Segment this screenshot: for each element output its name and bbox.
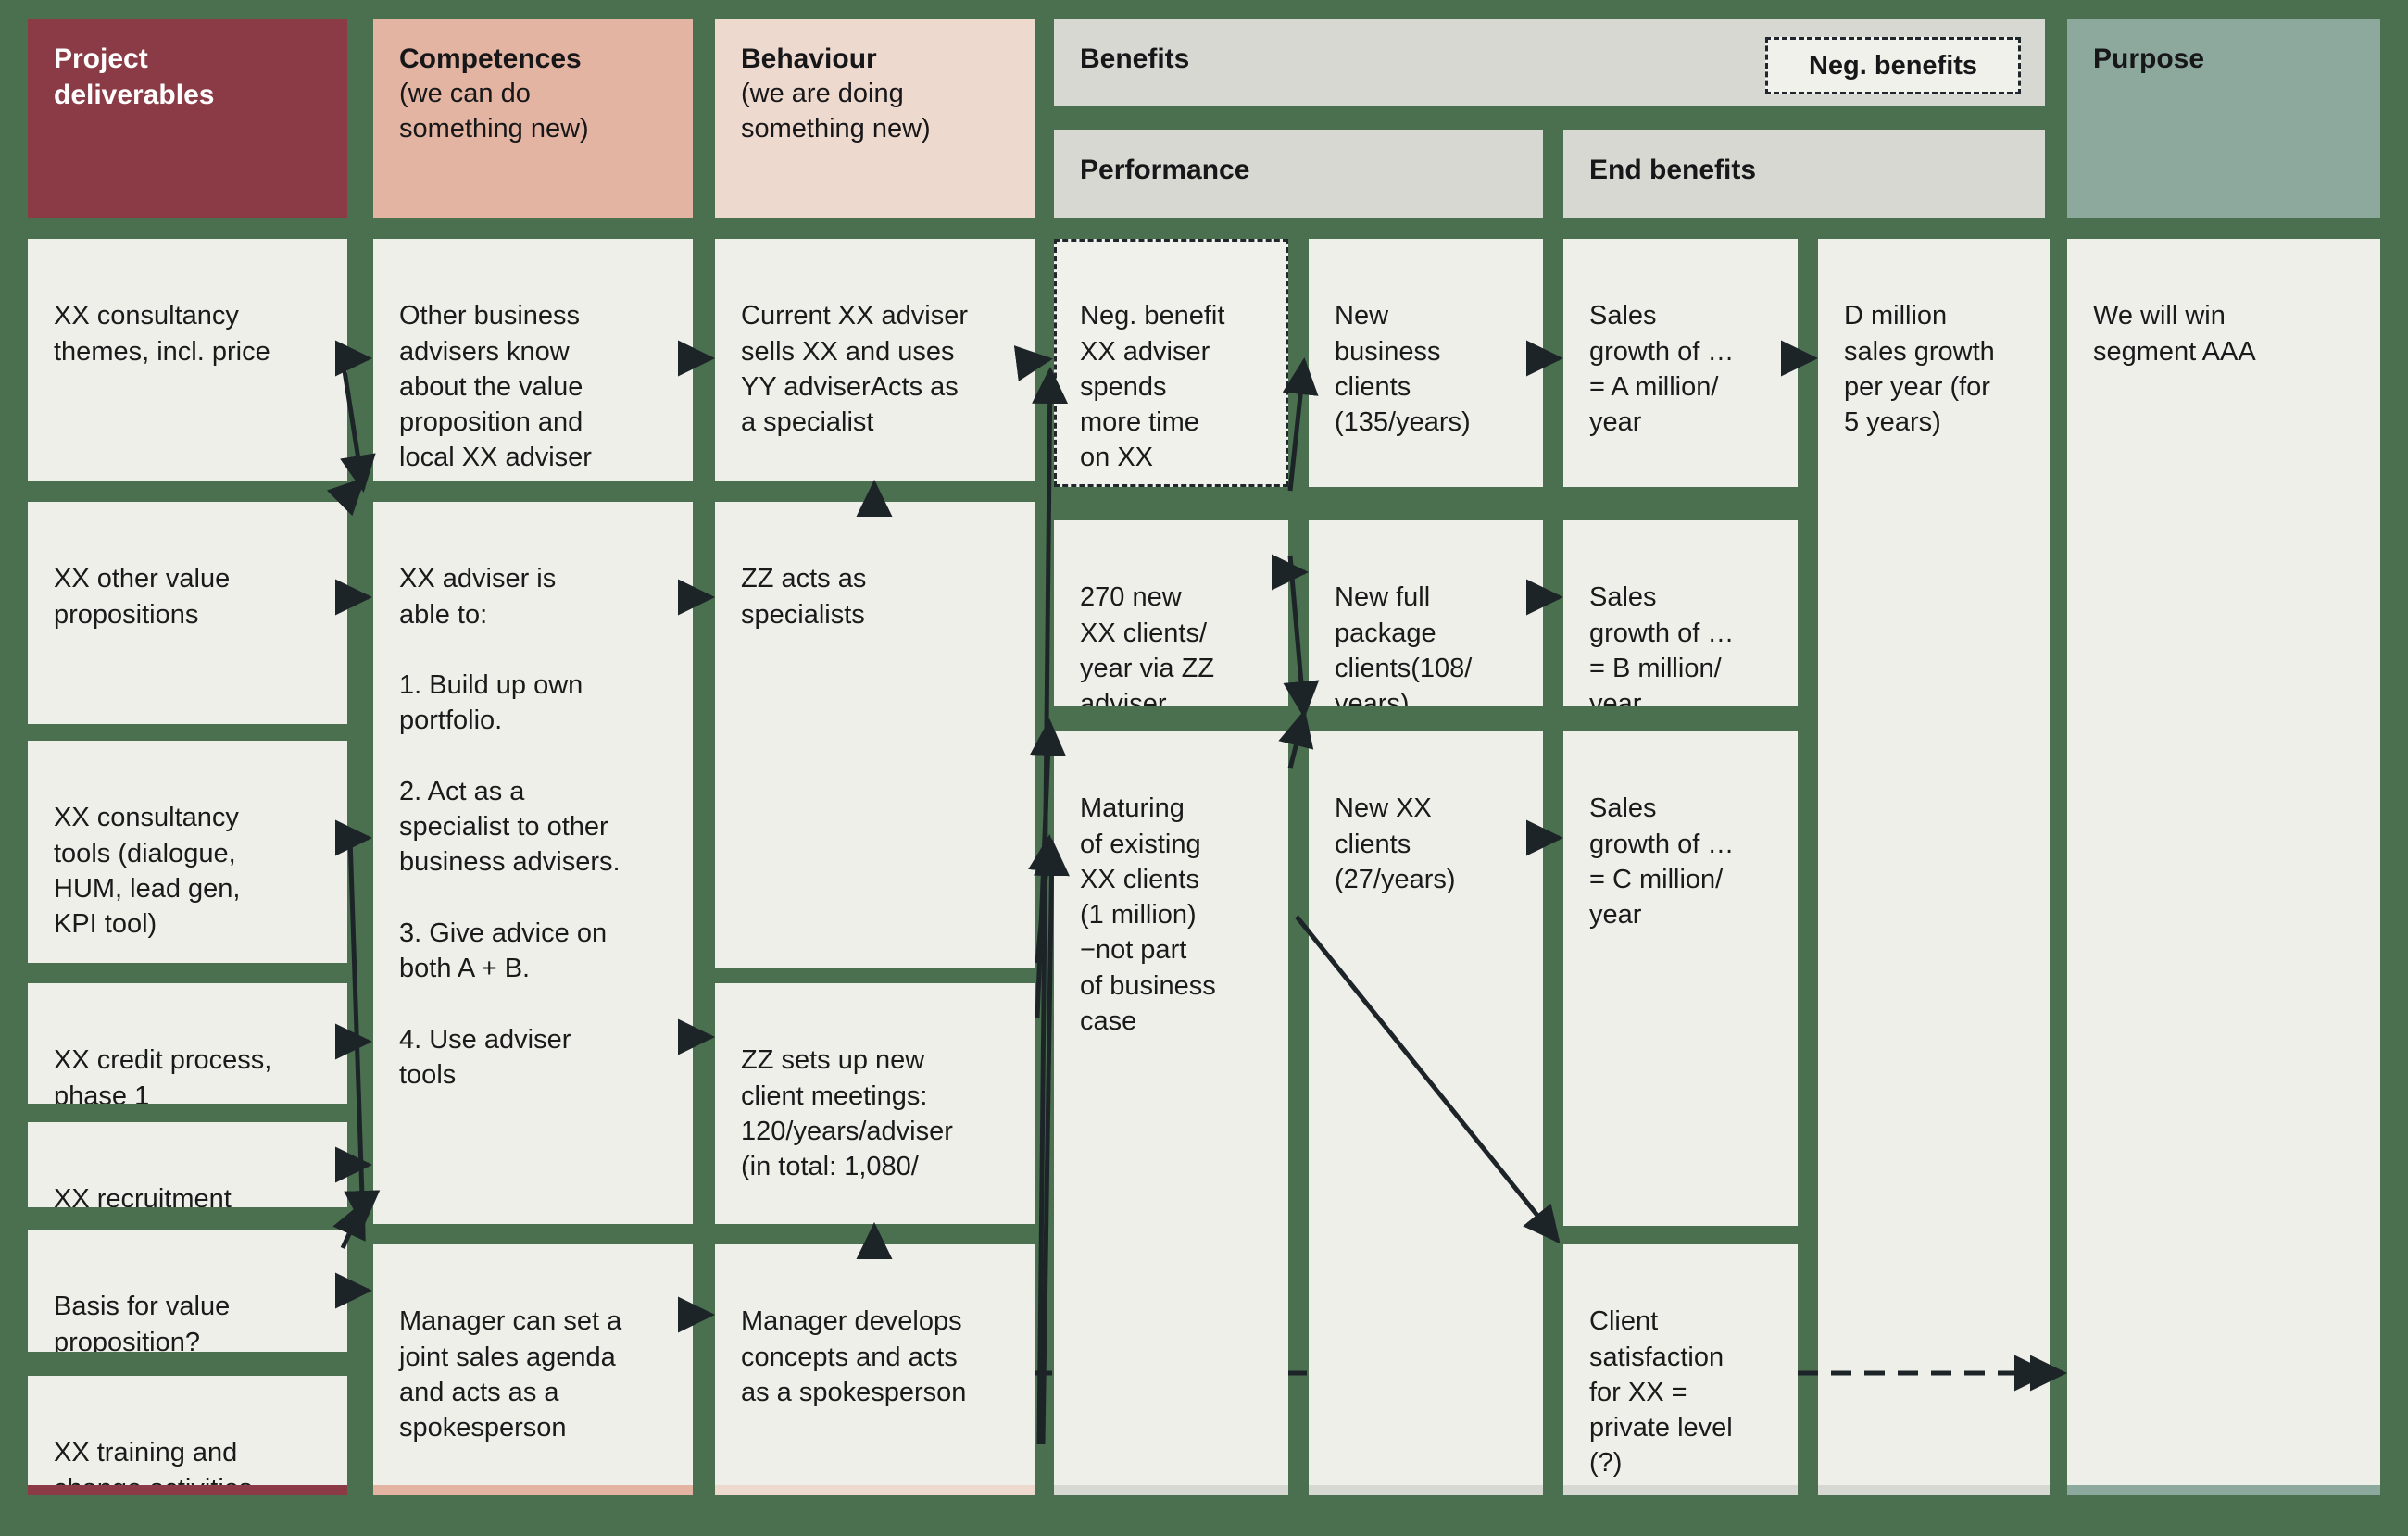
accent-bar-competences xyxy=(373,1485,693,1495)
card-performance-270-new-clients[interactable]: 270 new XX clients/ year via ZZ adviser xyxy=(1054,520,1288,706)
arrow-neg-benefit-to-new-business-up xyxy=(1282,357,1319,492)
header-title: Project deliverables xyxy=(54,44,215,110)
card-end-benefit-total-sales-growth[interactable]: D million sales growth per year (for 5 y… xyxy=(1818,239,2050,1485)
card-end-benefit-sales-growth-b[interactable]: Sales growth of … = B million/ year xyxy=(1563,520,1798,706)
header-subtitle: (we are doing something new) xyxy=(741,79,931,144)
card-deliverable-3[interactable]: XX consultancy tools (dialogue, HUM, lea… xyxy=(28,741,347,963)
card-text: Sales growth of … = B million/ year xyxy=(1589,582,1735,706)
card-deliverable-2[interactable]: XX other value propositions xyxy=(28,502,347,724)
card-text: Basis for value proposition? xyxy=(54,1292,231,1352)
accent-bar-purpose xyxy=(2067,1485,2380,1495)
header-project-deliverables: Project deliverables xyxy=(28,19,347,218)
card-performance-new-xx-clients[interactable]: New XX clients (27/years) xyxy=(1309,731,1543,1485)
card-text: Current XX adviser sells XX and uses YY … xyxy=(741,301,968,438)
header-title: Purpose xyxy=(2093,44,2205,74)
card-end-benefit-client-satisfaction[interactable]: Client satisfaction for XX = private lev… xyxy=(1563,1244,1798,1485)
card-performance-maturing-clients[interactable]: Maturing of existing XX clients (1 milli… xyxy=(1054,731,1288,1485)
arrow-deliverable-diagonal-up-1 xyxy=(326,477,366,517)
card-deliverable-4[interactable]: XX credit process, phase 1 xyxy=(28,983,347,1104)
arrow-behaviour-long-to-maturing xyxy=(1033,839,1070,1445)
neg-benefits-legend-chip: Neg. benefits xyxy=(1765,37,2021,94)
header-title: Benefits xyxy=(1080,44,1190,74)
card-text: Maturing of existing XX clients (1 milli… xyxy=(1080,793,1216,1036)
card-text: ZZ sets up new client meetings: 120/year… xyxy=(741,1045,953,1182)
card-competence-3[interactable]: Manager can set a joint sales agenda and… xyxy=(373,1244,693,1485)
header-title: End benefits xyxy=(1589,155,1757,185)
arrow-behaviour2-to-performance-maturing xyxy=(1028,834,1064,964)
card-text: Neg. benefit XX adviser spends more time… xyxy=(1080,301,1225,473)
card-text: We will win segment AAA xyxy=(2093,301,2256,367)
card-behaviour-4[interactable]: Manager develops concepts and acts as a … xyxy=(715,1244,1035,1485)
card-text: XX consultancy tools (dialogue, HUM, lea… xyxy=(54,803,241,940)
card-end-benefit-sales-growth-c[interactable]: Sales growth of … = C million/ year xyxy=(1563,731,1798,1226)
header-title: Behaviour xyxy=(741,44,877,74)
card-competence-1[interactable]: Other business advisers know about the v… xyxy=(373,239,693,481)
header-behaviour: Behaviour (we are doing something new) xyxy=(715,19,1035,218)
card-text: XX consultancy themes, incl. price xyxy=(54,301,270,367)
card-deliverable-6[interactable]: Basis for value proposition? xyxy=(28,1230,347,1352)
card-text: Sales growth of … = A million/ year xyxy=(1589,301,1735,438)
accent-bar-behaviour xyxy=(715,1485,1035,1495)
accent-bar-end-benefits-total xyxy=(1818,1485,2050,1495)
header-purpose: Purpose xyxy=(2067,19,2380,218)
card-neg-benefit[interactable]: Neg. benefit XX adviser spends more time… xyxy=(1054,239,1288,487)
card-text: Manager develops concepts and acts as a … xyxy=(741,1306,967,1407)
arrow-behaviour3-to-performance-270 xyxy=(1030,718,1067,1019)
header-subtitle: (we can do something new) xyxy=(399,79,589,144)
header-title: Competences xyxy=(399,44,582,74)
card-behaviour-2[interactable]: ZZ acts as specialists xyxy=(715,502,1035,968)
card-text: D million sales growth per year (for 5 y… xyxy=(1844,301,1995,438)
accent-bar-performance-a xyxy=(1054,1485,1288,1495)
accent-bar-end-benefits xyxy=(1563,1485,1798,1495)
card-text: New full package clients(108/ years) xyxy=(1335,582,1473,706)
header-performance: Performance xyxy=(1054,130,1543,218)
accent-bar-deliverables xyxy=(28,1485,347,1495)
arrow-deliverable-diagonal-down-2 xyxy=(344,837,381,1228)
card-end-benefit-sales-growth-a[interactable]: Sales growth of … = A million/ year xyxy=(1563,239,1798,487)
card-performance-new-full-package-clients[interactable]: New full package clients(108/ years) xyxy=(1309,520,1543,706)
card-text: XX other value propositions xyxy=(54,564,231,630)
card-competence-2[interactable]: XX adviser is able to: 1. Build up own p… xyxy=(373,502,693,1224)
card-text: New XX clients (27/years) xyxy=(1335,793,1456,894)
card-purpose-win-segment[interactable]: We will win segment AAA xyxy=(2067,239,2380,1485)
header-end-benefits: End benefits xyxy=(1563,130,2045,218)
card-text: New business clients (135/years) xyxy=(1335,301,1471,438)
card-text: Sales growth of … = C million/ year xyxy=(1589,793,1735,930)
arrow-behaviour-long-to-neg-benefit xyxy=(1032,367,1069,1445)
arrow-maturing-to-new-xx-clients xyxy=(1278,709,1314,769)
card-deliverable-5[interactable]: XX recruitment xyxy=(28,1122,347,1207)
header-title: Performance xyxy=(1080,155,1250,185)
card-text: ZZ acts as specialists xyxy=(741,564,867,630)
card-performance-new-business-clients[interactable]: New business clients (135/years) xyxy=(1309,239,1543,487)
card-text: XX training and change activities xyxy=(54,1438,252,1485)
arrow-behaviour1-to-performance-neg xyxy=(1013,345,1053,381)
card-text: 270 new XX clients/ year via ZZ adviser xyxy=(1080,582,1215,706)
card-text: Other business advisers know about the v… xyxy=(399,301,592,473)
accent-bar-performance-b xyxy=(1309,1485,1543,1495)
card-text: XX credit process, phase 1 xyxy=(54,1045,272,1104)
card-text: XX adviser is able to: 1. Build up own p… xyxy=(399,564,621,1090)
arrow-270clients-to-new-full-package xyxy=(1283,555,1320,718)
header-competences: Competences (we can do something new) xyxy=(373,19,693,218)
card-text: Manager can set a joint sales agenda and… xyxy=(399,1306,622,1443)
card-text: Client satisfaction for XX = private lev… xyxy=(1589,1306,1733,1479)
card-behaviour-1[interactable]: Current XX adviser sells XX and uses YY … xyxy=(715,239,1035,481)
card-deliverable-7[interactable]: XX training and change activities xyxy=(28,1376,347,1485)
neg-benefits-legend-label: Neg. benefits xyxy=(1808,50,1978,81)
card-deliverable-1[interactable]: XX consultancy themes, incl. price xyxy=(28,239,347,481)
card-behaviour-3[interactable]: ZZ sets up new client meetings: 120/year… xyxy=(715,983,1035,1224)
card-text: XX recruitment xyxy=(54,1184,232,1207)
